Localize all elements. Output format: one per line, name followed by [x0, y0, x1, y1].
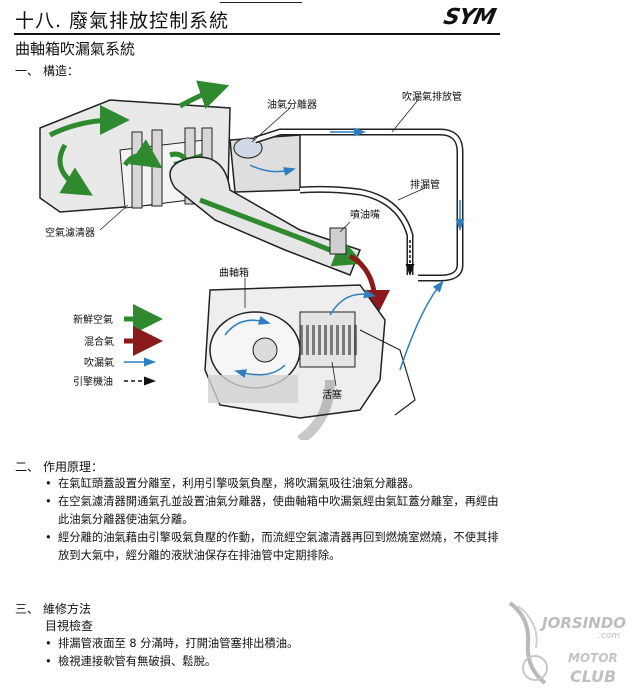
legend-label-engine-oil: 引擎機油 [73, 375, 113, 388]
top-rule [220, 2, 302, 3]
legend-label-blowby: 吹漏氣 [84, 356, 114, 369]
structure-title: 構造： [43, 64, 80, 78]
watermark-text-2: .com [598, 631, 620, 641]
watermark-wheel-icon [522, 655, 548, 681]
principle-item: 經分離的油氣藉由引擎吸氣負壓的作動，而流經空氣濾清器再回到燃燒室燃燒，不使其排放… [45, 529, 507, 565]
watermark-swoosh [508, 601, 547, 685]
header-rule [14, 33, 500, 35]
maintenance-title: 維修方法 [43, 602, 92, 616]
label-injector: 噴油嘴 [350, 208, 380, 221]
principle-title: 作用原理： [43, 460, 104, 474]
principle-heading: 二、作用原理： [15, 458, 103, 475]
section-title: 曲軸箱吹漏氣系統 [15, 40, 136, 58]
diagram-legend: 新鮮空氣 混合氣 吹漏氣 引擎機油 [73, 304, 163, 388]
label-drain-tube: 排漏管 [410, 178, 440, 191]
blowby-tube [253, 127, 465, 282]
engine-crankcase [204, 280, 444, 440]
maintenance-heading: 三、維修方法 [15, 600, 91, 617]
maintenance-list: 排漏管液面至 8 分滿時，打開油管塞排出積油。 檢視連接軟管有無破損、鬆脫。 [45, 635, 485, 671]
label-piston: 活塞 [322, 388, 342, 401]
structure-number: 一、 [15, 64, 40, 78]
maintenance-item: 檢視連接軟管有無破損、鬆脫。 [45, 653, 485, 671]
watermark-swoosh-inner [517, 605, 538, 649]
label-blowby-tube: 吹漏氣排放管 [402, 90, 462, 103]
principle-item: 在空氣濾清器開通氣孔並設置油氣分離器，使曲軸箱中吹漏氣經由氣缸蓋分離室，再經由此… [45, 493, 507, 529]
principle-number: 二、 [15, 460, 40, 474]
drain-tube [299, 185, 415, 276]
label-air-cleaner: 空氣濾清器 [45, 226, 95, 239]
legend-label-fresh-air: 新鮮空氣 [73, 313, 113, 326]
structure-heading: 一、構造： [15, 62, 79, 79]
injector [329, 227, 390, 320]
maintenance-subtitle: 目視檢查 [45, 619, 94, 633]
chapter-title: 十八. 廢氣排放控制系統 [15, 10, 230, 32]
legend-label-mixture: 混合氣 [84, 335, 114, 348]
maintenance-item: 排漏管液面至 8 分滿時，打開油管塞排出積油。 [45, 635, 485, 653]
brand-logo: SYM [441, 5, 498, 30]
watermark-logo: JORSINDO .com MOTOR CLUB [508, 601, 626, 686]
blowby-system-diagram: 油氣分離器 吹漏氣排放管 排漏管 噴油嘴 空氣濾清器 曲軸箱 活塞 新鮮空氣 混… [39, 80, 465, 440]
watermark-text-3: MOTOR [568, 651, 618, 665]
leader-lines [99, 99, 426, 387]
watermark-text-4: CLUB [570, 667, 616, 686]
label-crankcase: 曲軸箱 [219, 266, 249, 279]
label-oil-separator: 油氣分離器 [267, 98, 317, 111]
principle-item: 在氣缸頭蓋設置分離室，利用引擎吸氣負壓，將吹漏氣吸往油氣分離器。 [45, 475, 507, 493]
oil-separator [229, 134, 301, 193]
maintenance-number: 三、 [15, 602, 40, 616]
air-cleaner-box [39, 80, 231, 213]
principle-list: 在氣缸頭蓋設置分離室，利用引擎吸氣負壓，將吹漏氣吸往油氣分離器。 在空氣濾清器開… [45, 475, 507, 565]
watermark-text-1: JORSINDO [539, 614, 626, 632]
